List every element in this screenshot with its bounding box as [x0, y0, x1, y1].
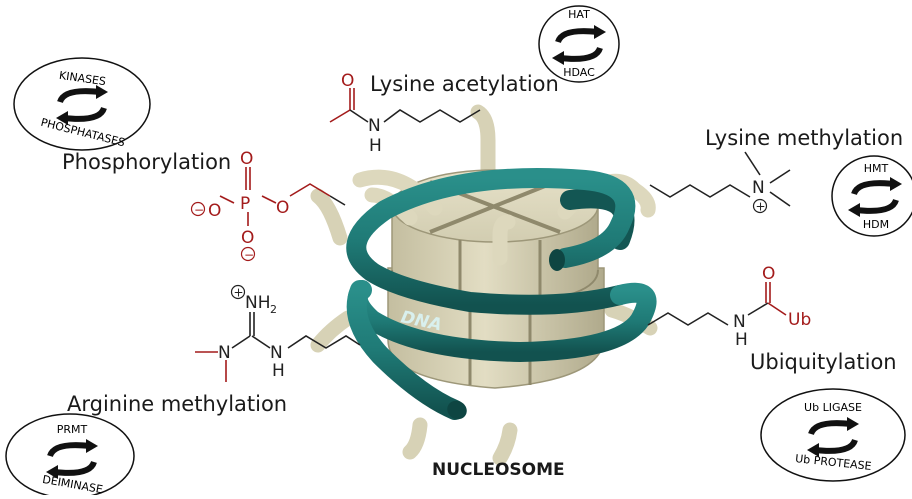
arginine-nitrogen-left: N	[218, 343, 231, 363]
cycle-arrow-icon	[63, 106, 107, 122]
arginine-nitrogen-right: N	[270, 343, 283, 363]
histone-tails-back	[310, 104, 658, 466]
dimethyl-arginine-structure	[195, 312, 361, 382]
cycle-arrow-icon	[57, 88, 101, 104]
enzyme-badge-ub-ligase-protease: Ub LIGASE Ub PROTEASE	[760, 388, 906, 482]
svg-text:−: −	[194, 203, 204, 217]
trimethyl-lysine-structure	[649, 151, 791, 207]
trimethyl-charge	[752, 198, 768, 214]
cycle-arrow-icon	[47, 442, 91, 458]
svg-text:+: +	[756, 200, 766, 214]
diagram-title: NUCLEOSOME	[432, 460, 565, 480]
ubiquityl-lysine-structure	[647, 282, 787, 326]
arginine-amine-subscript: 2	[270, 303, 277, 316]
phospho-oxygen-top: O	[240, 149, 253, 169]
cycle-arrow-icon	[555, 28, 599, 44]
enzyme-badge-hat-hdac: HAT HDAC	[538, 5, 620, 83]
cycle-arrow-icon	[808, 420, 852, 436]
svg-text:PRMT: PRMT	[57, 423, 88, 436]
cycle-arrow-icon	[559, 46, 603, 62]
label-phosphorylation: Phosphorylation	[62, 150, 232, 174]
cycle-arrow-icon	[53, 460, 97, 476]
svg-text:KINASES: KINASES	[58, 69, 106, 88]
phospho-oxygen-left: O	[208, 201, 221, 221]
acetyl-oxygen: O	[341, 71, 354, 91]
cycle-arrow-icon	[855, 198, 899, 214]
svg-text:Ub LIGASE: Ub LIGASE	[804, 401, 862, 414]
ubiquityl-nitrogen: N	[733, 312, 746, 332]
ubiquityl-ub: Ub	[788, 310, 811, 330]
label-arginine-methylation: Arginine methylation	[67, 392, 288, 416]
phospho-phosphorus: P	[240, 194, 250, 214]
dna-strand	[346, 168, 657, 420]
trimethyl-nitrogen: N	[752, 178, 765, 198]
phospho-charge-left	[190, 201, 206, 217]
enzyme-badge-kinases-phosphatases: KINASES PHOSPHATASES	[13, 57, 151, 151]
cycle-arrow-icon	[851, 180, 895, 196]
svg-text:HDAC: HDAC	[563, 66, 595, 79]
svg-text:−: −	[244, 248, 254, 262]
phospho-oxygen-bottom: O	[241, 228, 254, 248]
svg-text:HAT: HAT	[568, 8, 590, 21]
arginine-amine: NH	[245, 293, 271, 313]
arginine-charge	[230, 284, 246, 300]
acetyl-hydrogen: H	[369, 136, 382, 156]
arginine-hydrogen: H	[272, 361, 285, 381]
acetyl-nitrogen: N	[368, 116, 381, 136]
acetyl-lysine-structure	[329, 88, 481, 123]
ubiquityl-oxygen: O	[762, 264, 775, 284]
svg-text:HDM: HDM	[863, 218, 889, 231]
ubiquityl-hydrogen: H	[735, 330, 748, 350]
label-ubiquitylation: Ubiquitylation	[750, 350, 897, 374]
label-lysine-acetylation: Lysine acetylation	[370, 72, 559, 96]
cycle-arrow-icon	[814, 438, 858, 454]
label-lysine-methylation: Lysine methylation	[705, 126, 904, 150]
enzyme-badge-hmt-hdm: HMT HDM	[831, 155, 912, 237]
phospho-charge-bottom	[240, 246, 256, 262]
svg-text:HMT: HMT	[864, 162, 889, 175]
phospho-oxygen-right: O	[276, 198, 289, 218]
svg-text:+: +	[234, 286, 244, 300]
phosphoserine-structure	[219, 167, 346, 226]
enzyme-badge-prmt-deiminase: PRMT DEIMINASE	[5, 413, 135, 499]
